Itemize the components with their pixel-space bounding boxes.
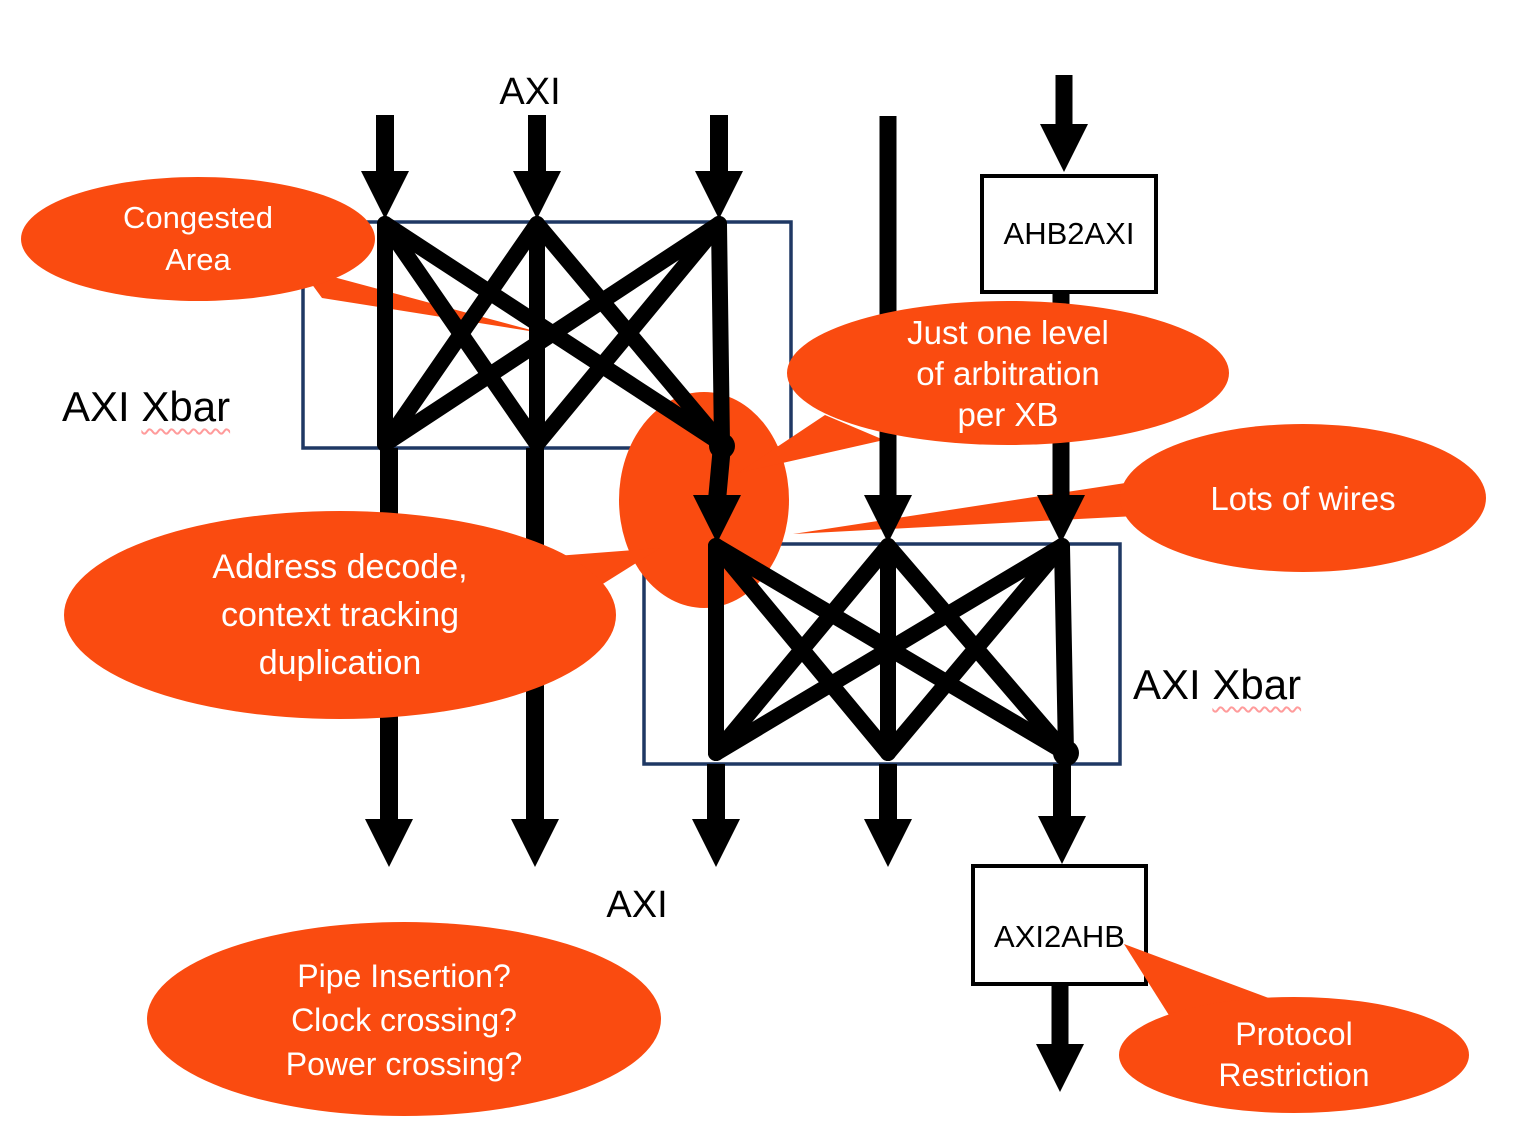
callout-line: Lots of wires (1210, 479, 1396, 517)
axi-input-arrow-3 (695, 115, 743, 219)
wires-callout-text: Lots of wires (1120, 424, 1486, 572)
xbar-bottom-output-arrow-left (692, 764, 740, 867)
pipe-callout-text: Pipe Insertion? Clock crossing? Power cr… (147, 922, 661, 1117)
xbar-bottom-wires (708, 538, 1074, 761)
axi-input-arrow-4-bypass (864, 116, 912, 543)
protocol-callout-text: Protocol Restriction (1119, 997, 1469, 1113)
xbar-to-xbar-arrow (693, 445, 741, 543)
pipe-callout-ellipse (147, 922, 661, 1116)
callout-line: Restriction (1218, 1057, 1370, 1093)
axi-xbar-bottom-label-word: Xbar (1212, 661, 1302, 708)
callout-line: Congested (123, 200, 273, 235)
callout-line: Clock crossing? (291, 1001, 517, 1038)
axi-input-arrow-1 (361, 115, 409, 219)
axi-xbar-top-box (301, 220, 793, 450)
callout-line: Pipe Insertion? (297, 957, 511, 994)
address-callout-text: Address decode, context tracking duplica… (64, 511, 616, 719)
axi2ahb-output-arrow (1036, 984, 1084, 1092)
axi-xbar-bottom-label-prefix: AXI (1133, 661, 1213, 708)
ahb2axi-box (980, 174, 1158, 294)
axi-xbar-bottom-label: AXI Xbar (1133, 661, 1301, 709)
axi-input-arrow-2 (513, 115, 561, 219)
axi-xbar-top-label-prefix: AXI (62, 383, 142, 430)
callout-line: duplication (258, 644, 422, 682)
callout-line: Just one level (907, 313, 1109, 351)
callout-line: per XB (957, 395, 1059, 433)
xbar-bottom-output-node (1053, 740, 1079, 766)
callout-line: Power crossing? (285, 1045, 523, 1082)
arbitration-callout-text: Just one level of arbitration per XB (787, 301, 1229, 445)
arbitration-callout-ellipse (787, 301, 1229, 445)
ahb2axi-label: AHB2AXI (1003, 216, 1135, 251)
callout-line: Address decode, (212, 548, 468, 586)
congested-callout-text: Congested Area (21, 177, 375, 301)
callout-bodies (21, 177, 1486, 1116)
wires-callout-ellipse (1120, 424, 1486, 572)
ahb2axi-input-arrow (1040, 75, 1088, 172)
protocol-callout-ellipse (1119, 997, 1469, 1113)
axi2ahb-label: AXI2AHB (994, 919, 1125, 954)
callout-line: Area (165, 242, 231, 277)
wires-callout-tail (793, 482, 1136, 534)
callout-line: context tracking (220, 596, 460, 634)
callout-line: of arbitration (916, 354, 1100, 392)
xbar-top-wires (377, 216, 730, 452)
axi-top-label: AXI (499, 71, 561, 113)
congested-callout-ellipse (21, 177, 375, 301)
arbitration-callout-tail (738, 415, 884, 473)
callout-line: Protocol (1235, 1016, 1353, 1052)
axi-xbar-top-label-word: Xbar (141, 383, 231, 430)
axi-bottom-label: AXI (606, 884, 668, 926)
axi-xbar-top-label: AXI Xbar (62, 383, 230, 431)
xbar-to-axi2ahb-arrow (1038, 764, 1086, 864)
xbar-bottom-output-arrow-mid (864, 764, 912, 867)
address-callout-ellipse (64, 511, 616, 719)
